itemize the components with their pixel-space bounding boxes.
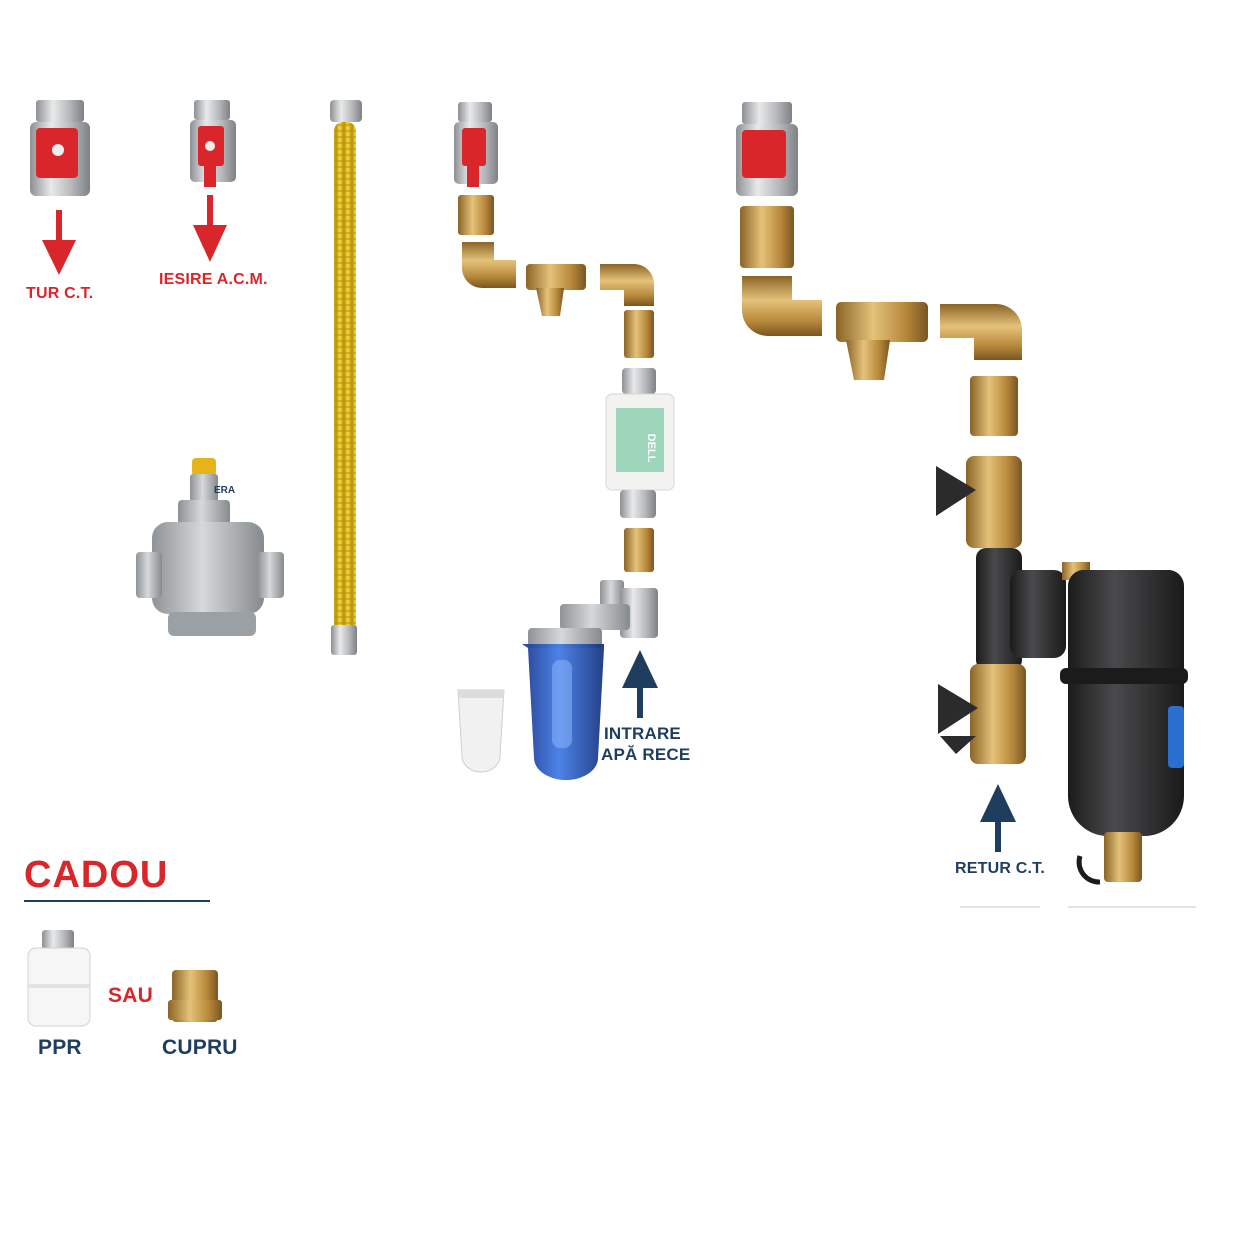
cold-water-assembly: DELL (454, 102, 675, 780)
arrow-down-icon (42, 210, 76, 275)
ball-valve-iesire (190, 100, 236, 187)
era-mark: ERA (214, 485, 235, 496)
label-ppr: PPR (38, 1036, 82, 1059)
divider (1068, 906, 1196, 908)
flexible-gas-hose (330, 100, 362, 655)
label-retur-ct: RETUR C.T. (955, 860, 1045, 877)
dell-mark: DELL (645, 434, 657, 463)
cadou-underline (24, 900, 210, 902)
label-iesire-acm: IESIRE A.C.M. (159, 271, 268, 288)
label-cadou: CADOU (24, 854, 169, 896)
label-sau: SAU (108, 984, 153, 1007)
label-cupru: CUPRU (162, 1036, 238, 1059)
label-intrare-line1: INTRARE (604, 724, 681, 743)
arrow-up-icon (980, 784, 1016, 852)
copper-fitting (168, 970, 222, 1022)
label-tur-ct: TUR C.T. (26, 285, 94, 302)
arrow-down-icon (193, 195, 227, 262)
arrow-up-icon (622, 650, 658, 718)
divider (960, 906, 1040, 908)
return-assembly (736, 102, 1188, 885)
ppr-fitting (27, 930, 91, 1027)
gas-pressure-regulator: ERA (136, 458, 284, 636)
label-intrare-line2: APĂ RECE (601, 745, 691, 764)
ball-valve-tur (30, 100, 90, 196)
